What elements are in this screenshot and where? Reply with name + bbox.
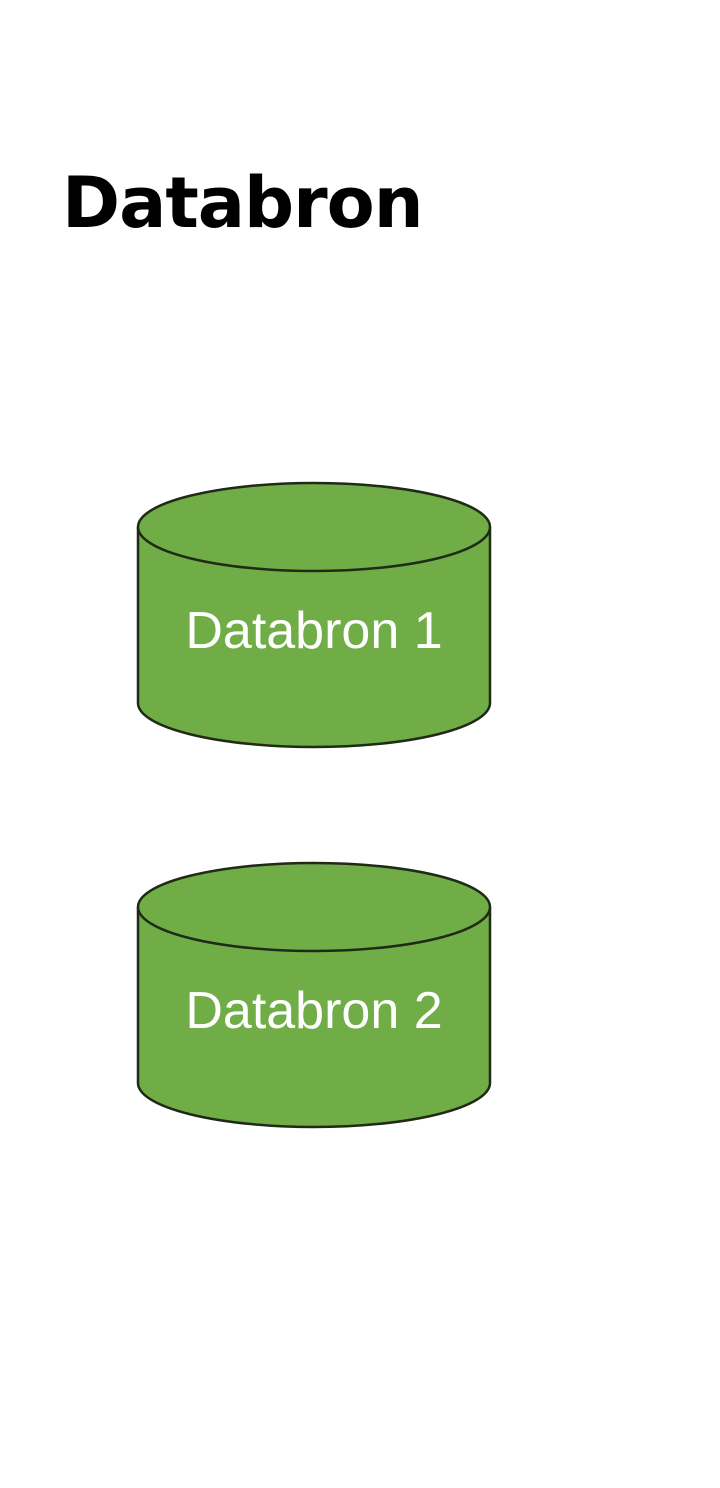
data-source-label: Databron 1 <box>185 602 443 660</box>
page-title: Databron <box>62 162 424 244</box>
database-cylinder-icon <box>136 481 492 749</box>
data-source-2: Databron 2 <box>136 861 492 1129</box>
data-source-1: Databron 1 <box>136 481 492 749</box>
database-cylinder-icon <box>136 861 492 1129</box>
data-source-label: Databron 2 <box>185 982 443 1040</box>
